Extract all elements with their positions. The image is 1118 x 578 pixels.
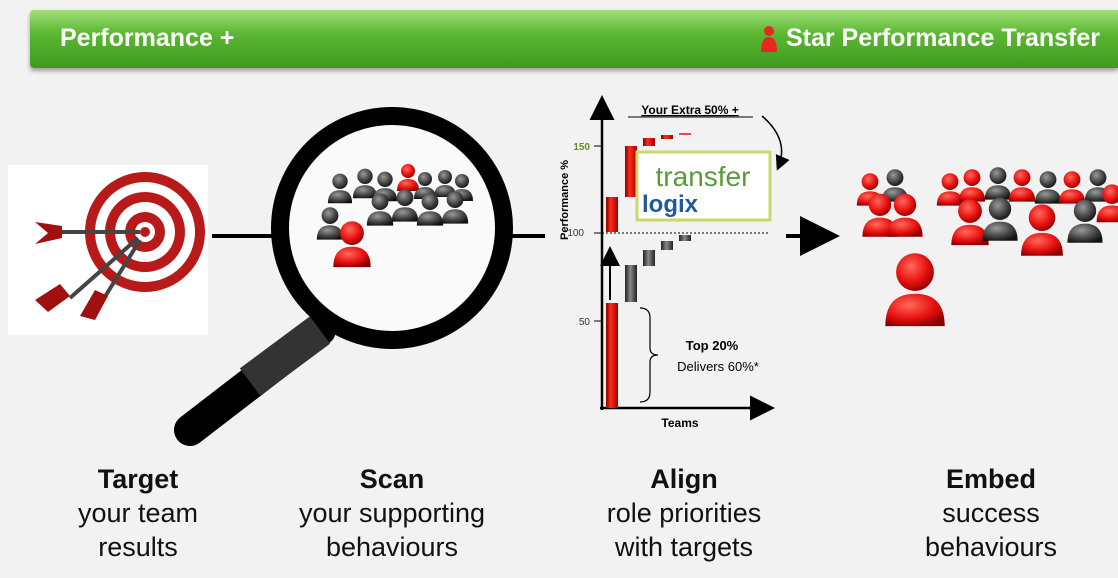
target-with-arrows-icon — [8, 165, 208, 335]
bars-extra — [606, 133, 691, 232]
step-align: Align role priorities with targets — [564, 462, 804, 564]
banner-right: Star Performance Transfer — [760, 24, 1100, 53]
bar-5 — [679, 235, 691, 241]
top-label: Top 20% — [686, 338, 739, 353]
banner-left-title: Performance + — [60, 24, 235, 52]
x-axis-label: Teams — [661, 416, 698, 430]
bar-baseline-top — [606, 235, 691, 408]
person-icon — [760, 25, 777, 52]
extra-label: Your Extra 50% + — [641, 103, 739, 117]
process-illustration: 100 150 50 Performance % Teams Your Extr… — [8, 95, 1118, 446]
step-scan: Scan your supporting behaviours — [272, 462, 512, 564]
step-embed: Embed success behaviours — [871, 462, 1111, 564]
y-axis-label: Performance % — [559, 160, 571, 240]
performance-chart: 100 150 50 Performance % Teams Your Extr… — [559, 95, 790, 430]
bar-1 — [606, 303, 618, 408]
bar-2 — [625, 265, 637, 302]
step-line2: results — [98, 532, 178, 562]
tick-100: 100 — [567, 228, 584, 239]
bar-8 — [643, 138, 655, 146]
step-title: Embed — [945, 464, 1037, 494]
tick-50: 50 — [579, 317, 591, 328]
bar-9 — [661, 135, 673, 139]
transfer-logix-logo: transfer logix — [635, 150, 772, 222]
step-target: Target your team results — [18, 462, 258, 564]
magnifying-glass-icon — [174, 107, 513, 446]
step-line2: with targets — [614, 532, 754, 562]
step-line1: role priorities — [606, 498, 762, 528]
bar-3 — [643, 250, 655, 266]
delivers-label: Delivers 60%* — [677, 359, 759, 374]
step-title: Scan — [359, 464, 425, 494]
step-line2: behaviours — [325, 532, 459, 562]
tick-150: 150 — [573, 142, 590, 153]
logo-line1: transfer — [656, 161, 751, 192]
bar-4 — [661, 241, 673, 250]
step-line2: behaviours — [924, 532, 1058, 562]
brace — [639, 307, 659, 403]
step-line1: success — [942, 498, 1040, 528]
step-title: Align — [650, 464, 718, 494]
banner-right-title: Star Performance Transfer — [785, 24, 1100, 52]
bar-7 — [625, 146, 637, 197]
header-banner: Performance + Star Performance Transfer — [30, 10, 1118, 68]
step-title: Target — [97, 464, 179, 494]
step-line1: your team — [77, 498, 199, 528]
bar-6 — [606, 197, 618, 232]
logo-line2: logix — [642, 191, 699, 218]
step-line1: your supporting — [298, 498, 486, 528]
people-crowd-icon — [856, 167, 1118, 327]
